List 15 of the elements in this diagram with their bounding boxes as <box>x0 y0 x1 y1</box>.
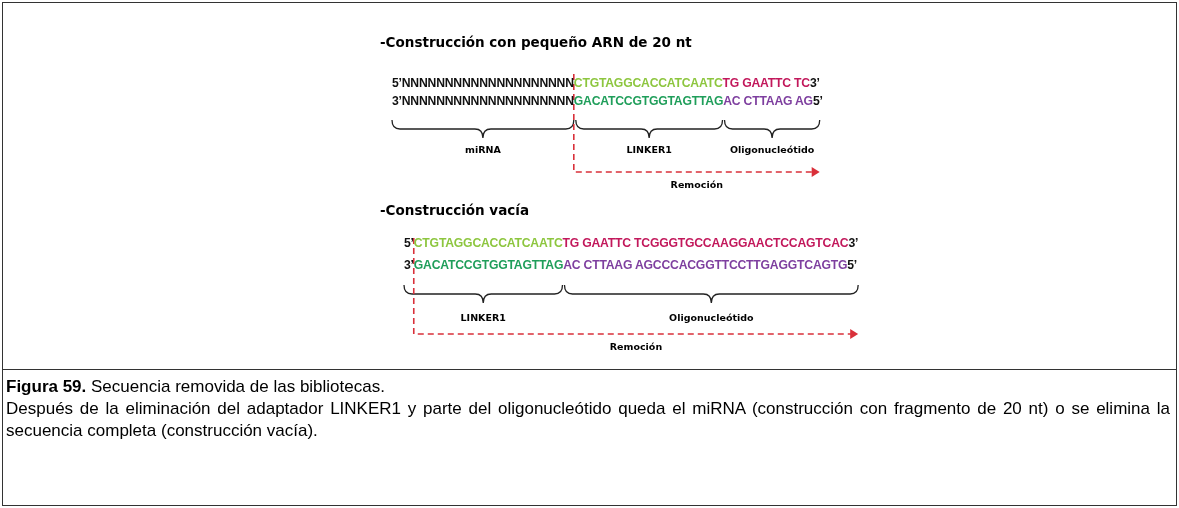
section-heading: -Construcción con pequeño ARN de 20 nt <box>380 34 692 50</box>
bracket-label: Remoción <box>670 179 723 190</box>
bracket-label: Oligonucleótido <box>669 312 754 323</box>
sequence-strand: 3’GACATCCGTGGTAGTTAGAC CTTAAG AGCCCACGGTTCCTTGAGGTCAGTG5’ <box>404 258 858 272</box>
sequence-strand: 3’NNNNNNNNNNNNNNNNNNNNGACATCCGTGGTAGTTAGAC CTTAAG AG5’ <box>392 94 823 108</box>
sequence-strand: 5’CTGTAGGCACCATCAATCTG GAATTC TCGGGTGCCAAGGAACTCCAGTCAC3’ <box>404 236 859 250</box>
caption-text: Después de la eliminación del adaptador LINKER1 y parte del oligonucleótido queda el miRNA (construcción con fragmento de 20 nt) o se elimina la secuencia completa (construcción vacía). <box>6 398 1170 442</box>
figure-caption: Figura 59. Secuencia removida de las bibliotecas. <box>6 376 386 398</box>
section-heading: -Construcción vacía <box>380 202 530 218</box>
bracket-label: LINKER1 <box>460 312 506 323</box>
bracket-label: miRNA <box>465 144 501 155</box>
bracket-label: Oligonucleótido <box>729 144 815 155</box>
sequence-strand: 5’NNNNNNNNNNNNNNNNNNNNCTGTAGGCACCATCAATCTG GAATTC TC3’ <box>392 76 820 90</box>
bracket-label: Remoción <box>609 341 663 352</box>
bracket-label: LINKER1 <box>626 144 672 155</box>
